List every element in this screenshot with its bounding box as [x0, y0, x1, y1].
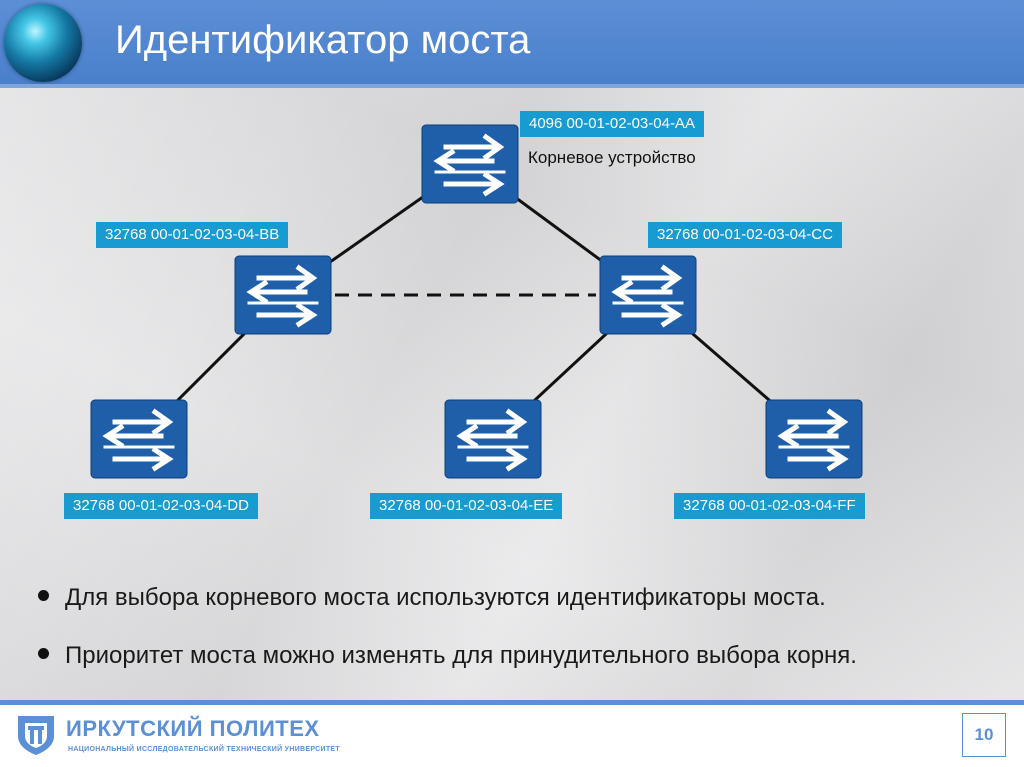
switch-bb-icon[interactable] [234, 255, 332, 335]
university-subtitle: НАЦИОНАЛЬНЫЙ ИССЛЕДОВАТЕЛЬСКИЙ ТЕХНИЧЕСК… [68, 746, 340, 753]
footer-divider [0, 700, 1024, 705]
bridge-id-label-dd: 32768 00-01-02-03-04-DD [64, 493, 258, 519]
globe-logo-icon [4, 4, 82, 82]
bullet-dot-icon [38, 590, 49, 601]
page-number: 10 [962, 713, 1006, 757]
root-device-caption: Корневое устройство [528, 148, 696, 167]
bridge-id-label-cc: 32768 00-01-02-03-04-CC [648, 222, 842, 248]
switch-cc-icon[interactable] [599, 255, 697, 335]
bullet-dot-icon [38, 648, 49, 659]
bridge-id-label-ff: 32768 00-01-02-03-04-FF [674, 493, 865, 519]
switch-ee-icon[interactable] [444, 399, 542, 479]
university-name: ИРКУТСКИЙ ПОЛИТЕХ [66, 716, 320, 741]
switch-dd-icon[interactable] [90, 399, 188, 479]
switch-ff-icon[interactable] [765, 399, 863, 479]
bullet-item: Для выбора корневого моста используются … [38, 584, 826, 612]
bridge-id-label-ee: 32768 00-01-02-03-04-EE [370, 493, 563, 519]
bridge-id-label-bb: 32768 00-01-02-03-04-BB [96, 222, 289, 248]
bullet-item: Приоритет моста можно изменять для прину… [38, 642, 857, 670]
slide-title: Идентификатор моста [115, 18, 531, 62]
switch-aa-icon[interactable] [421, 124, 519, 204]
header-divider [0, 84, 1024, 88]
bridge-id-label-aa: 4096 00-01-02-03-04-AA [520, 111, 704, 137]
university-shield-icon [18, 716, 54, 755]
header-bar: Идентификатор моста [0, 0, 1024, 84]
network-diagram [90, 124, 863, 479]
